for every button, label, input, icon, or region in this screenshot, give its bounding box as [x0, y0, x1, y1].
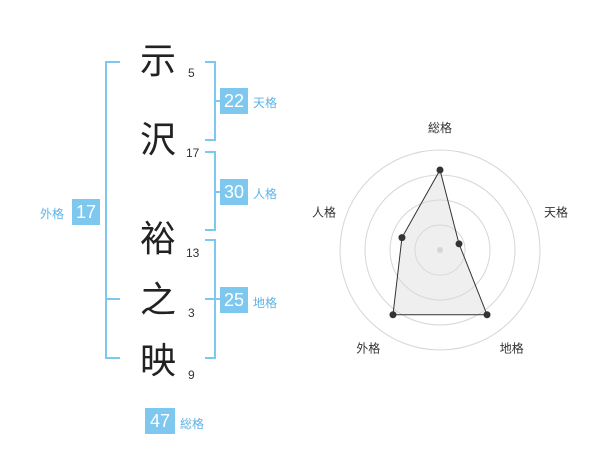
chikaku-label: 地格	[253, 296, 278, 310]
radar-ring-3	[364, 174, 516, 326]
radar-axis-label-4: 外格	[356, 341, 380, 356]
tenkaku-label: 天格	[253, 96, 278, 110]
soukaku-value: 47	[145, 408, 175, 434]
name-char-2: 沢	[140, 120, 177, 161]
name-char-5: 映	[140, 341, 177, 382]
radar-point-2	[455, 240, 463, 248]
gaikaku-value: 17	[72, 199, 100, 225]
stroke-count-1: 5	[188, 66, 195, 80]
jinkaku-value: 30	[220, 179, 248, 205]
stroke-count-2: 17	[186, 146, 200, 160]
name-char-3: 裕	[140, 219, 177, 260]
radar-point-1	[436, 166, 444, 174]
radar-center	[437, 247, 443, 253]
radar-axis-label-2: 天格	[544, 204, 568, 219]
radar-ring-2	[389, 199, 491, 301]
stroke-count-4: 3	[188, 306, 195, 320]
radar-point-4	[389, 311, 397, 319]
gaikaku-label: 外格	[40, 207, 65, 221]
gaikaku-bracket	[105, 61, 120, 359]
soukaku-label: 総格	[180, 417, 205, 431]
jinkaku-label: 人格	[253, 187, 278, 201]
radar-point-3	[483, 311, 491, 319]
radar-axis-label-3: 地格	[500, 341, 524, 356]
radar-axis-label-5: 人格	[312, 204, 336, 219]
radar-axis-label-1: 総格	[428, 120, 452, 135]
radar-polygon	[392, 168, 488, 316]
name-char-1: 示	[140, 41, 177, 82]
radar-point-5	[398, 234, 406, 242]
stroke-count-5: 9	[188, 368, 195, 382]
name-char-4: 之	[140, 280, 177, 321]
chikaku-value: 25	[220, 287, 248, 313]
radar-ring-4	[339, 149, 541, 351]
tenkaku-value: 22	[220, 88, 248, 114]
stroke-count-3: 13	[186, 246, 200, 260]
radar-ring-1	[414, 224, 466, 276]
